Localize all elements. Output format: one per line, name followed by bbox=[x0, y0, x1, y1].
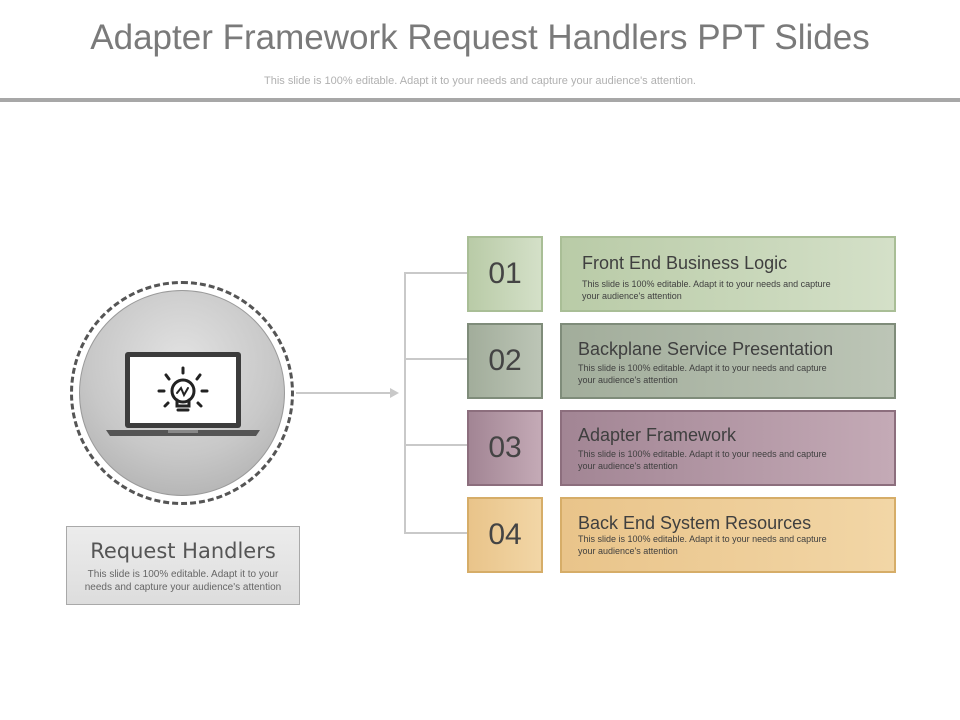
step-number-01: 01 bbox=[467, 236, 543, 312]
connector-vertical-line bbox=[404, 272, 406, 534]
step-number-03: 03 bbox=[467, 410, 543, 486]
connector-line-04 bbox=[404, 532, 468, 534]
connector-line-01 bbox=[404, 272, 468, 274]
slide-title: Adapter Framework Request Handlers PPT S… bbox=[90, 18, 870, 57]
connector-line-02 bbox=[404, 358, 468, 360]
request-handlers-label: Request Handlers bbox=[90, 539, 276, 563]
step-description-03: This slide is 100% editable. Adapt it to… bbox=[578, 449, 827, 471]
request-handlers-description: This slide is 100% editable. Adapt it to… bbox=[84, 569, 282, 593]
step-card-03: Adapter Framework This slide is 100% edi… bbox=[560, 410, 896, 486]
step-description-01: This slide is 100% editable. Adapt it to… bbox=[582, 279, 831, 301]
step-number-04: 04 bbox=[467, 497, 543, 573]
request-handlers-box: Request Handlers This slide is 100% edit… bbox=[66, 526, 300, 605]
step-description-04: This slide is 100% editable. Adapt it to… bbox=[578, 534, 827, 556]
step-card-04: Back End System Resources This slide is … bbox=[560, 497, 896, 573]
title-divider bbox=[0, 98, 960, 102]
step-title-04: Back End System Resources bbox=[578, 513, 812, 533]
connector-line-03 bbox=[404, 444, 468, 446]
step-number-02: 02 bbox=[467, 323, 543, 399]
step-title-03: Adapter Framework bbox=[578, 425, 737, 445]
step-card-01: Front End Business Logic This slide is 1… bbox=[560, 236, 896, 312]
step-card-02: Backplane Service Presentation This slid… bbox=[560, 323, 896, 399]
step-title-01: Front End Business Logic bbox=[582, 253, 788, 273]
step-description-02: This slide is 100% editable. Adapt it to… bbox=[578, 363, 827, 385]
arrow-connector-line bbox=[296, 392, 392, 394]
slide-subtitle: This slide is 100% editable. Adapt it to… bbox=[264, 75, 696, 87]
laptop-lightbulb-icon bbox=[106, 352, 260, 436]
step-title-02: Backplane Service Presentation bbox=[578, 339, 834, 359]
arrow-head-icon bbox=[390, 388, 399, 398]
